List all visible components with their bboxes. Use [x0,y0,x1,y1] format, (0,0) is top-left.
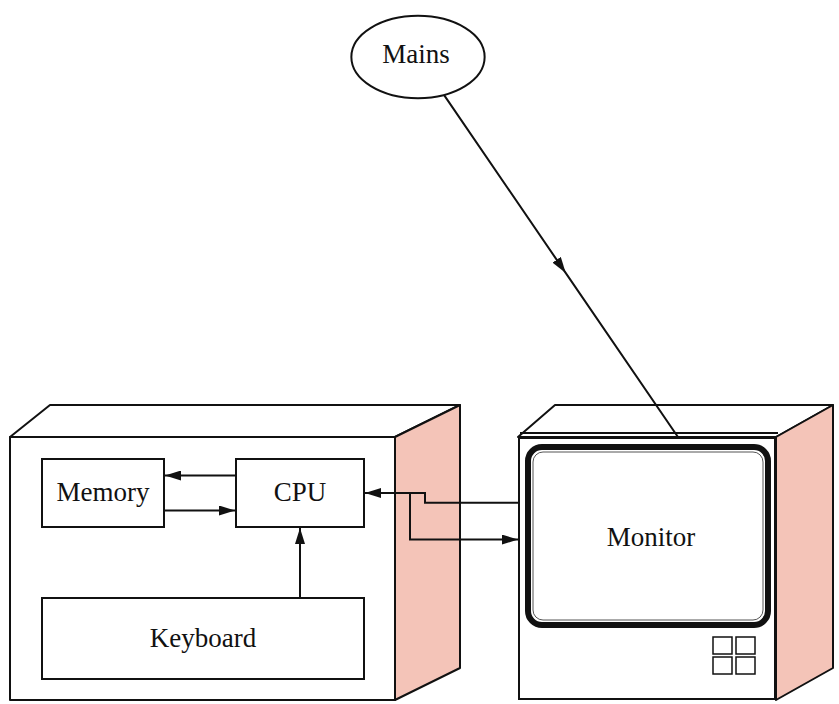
case-front [10,437,395,700]
node-label: Monitor [607,523,696,553]
monitor-front: Monitor [518,437,776,700]
monitor-top-edge [520,432,778,434]
cpu-box: CPU [235,458,365,528]
text-holder: Monitor [540,459,762,617]
connector-arrow [365,493,518,503]
text-holder: CPU [237,460,363,526]
memory-box: Memory [41,458,165,528]
node-label: Keyboard [150,624,256,654]
case-side [395,405,460,700]
monitor-side [776,405,833,700]
text-holder: Memory [43,460,163,526]
connector-arrow [299,528,301,597]
mains-ellipse: Mains [350,15,486,99]
connector-arrow [444,96,677,437]
connector-arrow [165,510,235,512]
connector-arrow [165,475,235,477]
node-label: Memory [57,478,150,508]
node-label: CPU [274,478,327,508]
keyboard-box: Keyboard [41,597,365,680]
node-label: Mains [382,40,450,70]
monitor-screen [520,439,774,698]
case-top [10,405,460,437]
connector-arrow [365,493,518,540]
text-holder: Keyboard [43,599,363,678]
text-holder: Mains [350,15,482,95]
